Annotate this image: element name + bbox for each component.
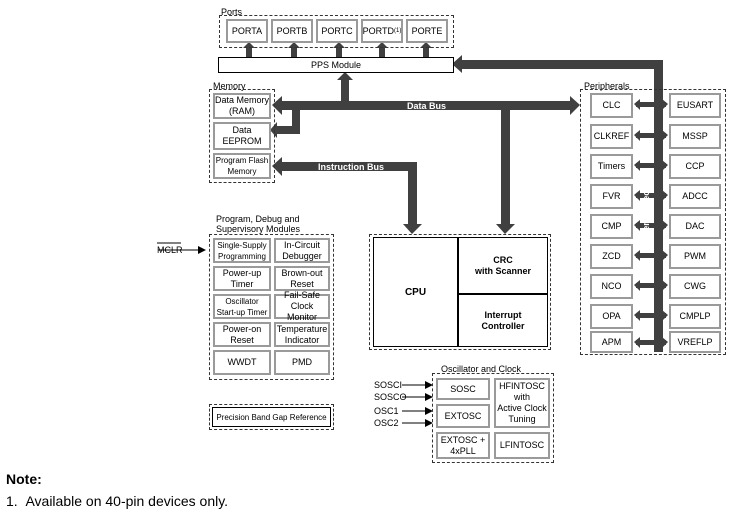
port-b: PORTB (271, 19, 313, 43)
in-circuit-debugger: In-Circuit Debugger (274, 238, 330, 263)
data-eeprom: Data EEPROM (213, 122, 271, 150)
single-supply-programming: Single-Supply Programming (213, 238, 271, 263)
port-c-label: PORTC (321, 25, 353, 36)
ports-title: Ports (221, 7, 243, 17)
brown-out-reset: Brown-out Reset (274, 266, 330, 291)
oscillator-title: Oscillator and Clock (441, 364, 522, 374)
pin-osc2: OSC2 (374, 418, 399, 428)
crc-scanner: CRC with Scanner (458, 237, 548, 294)
supervisory-title: Program, Debug and Supervisory Modules (216, 214, 301, 234)
wwdt: WWDT (213, 350, 271, 375)
port-d-footnote: (1) (394, 27, 402, 34)
instruction-bus-label: Instruction Bus (318, 162, 385, 172)
peripherals-title: Peripherals (584, 81, 630, 91)
periph-mssp: MSSP (669, 124, 721, 149)
periph-cmplp: CMPLP (669, 304, 721, 329)
cpu-group (369, 234, 551, 350)
temperature-indicator: Temperature Indicator (274, 322, 330, 347)
data-memory-ram: Data Memory (RAM) (213, 93, 271, 119)
periph-adcc: ADCC (669, 184, 721, 209)
periph-clkref: CLKREF (590, 124, 633, 149)
pps-module: PPS Module (218, 57, 454, 73)
periph-nco: NCO (590, 274, 633, 299)
port-a-label: PORTA (231, 25, 263, 36)
program-flash-memory: Program Flash Memory (213, 153, 271, 179)
periph-pwm: PWM (669, 244, 721, 269)
power-on-reset: Power-on Reset (213, 322, 271, 347)
periph-apm: APM (590, 331, 633, 353)
lfintosc: LFINTOSC (494, 432, 550, 459)
port-a: PORTA (226, 19, 268, 43)
periph-clc: CLC (590, 93, 633, 118)
precision-band-gap-reference: Precision Band Gap Reference (212, 407, 331, 427)
port-d: PORTD(1) (361, 19, 403, 43)
periph-cmp: CMP (590, 214, 633, 239)
interrupt-controller: Interrupt Controller (458, 294, 548, 347)
port-b-label: PORTB (276, 25, 308, 36)
pmd: PMD (274, 350, 330, 375)
mclr-pin: MCLR (157, 245, 183, 255)
memory-title: Memory (213, 81, 246, 91)
pin-sosci: SOSCI (374, 380, 403, 390)
periph-dac: DAC (669, 214, 721, 239)
sosc: SOSC (436, 378, 490, 400)
data-bus-label: Data Bus (407, 101, 447, 111)
periph-vreflp: VREFLP (669, 331, 721, 353)
oscillator-group (432, 373, 554, 463)
note-item-1: 1. Available on 40-pin devices only. (6, 493, 229, 509)
supervisory-group (209, 234, 334, 380)
periph-zcd: ZCD (590, 244, 633, 269)
periph-opa: OPA (590, 304, 633, 329)
port-c: PORTC (316, 19, 358, 43)
periph-cwg: CWG (669, 274, 721, 299)
pin-osc1: OSC1 (374, 406, 399, 416)
ports-group (219, 15, 454, 48)
pin-sosco: SOSCO (374, 392, 407, 402)
extosc: EXTOSC (436, 404, 490, 428)
pps-module-label: PPS Module (310, 59, 362, 70)
cpu-core: CPU (373, 237, 458, 347)
port-e: PORTE (406, 19, 448, 43)
oscillator-start-up-timer: Oscillator Start-up Timer (213, 294, 271, 319)
bandgap-group (209, 404, 334, 430)
periph-fvr: FVR (590, 184, 633, 209)
port-d-label: PORTD (362, 25, 394, 36)
power-up-timer: Power-up Timer (213, 266, 271, 291)
periph-eusart: EUSART (669, 93, 721, 118)
port-e-label: PORTE (411, 25, 443, 36)
periph-timers: Timers (590, 154, 633, 179)
note-title: Note: (6, 471, 42, 487)
extosc-4xpll: EXTOSC + 4xPLL (436, 432, 490, 459)
memory-group (209, 89, 275, 183)
peripherals-group (580, 89, 726, 355)
fail-safe-clock-monitor: Fail-Safe Clock Monitor (274, 290, 330, 322)
periph-ccp: CCP (669, 154, 721, 179)
hfintosc: HFINTOSC with Active Clock Tuning (494, 378, 550, 428)
